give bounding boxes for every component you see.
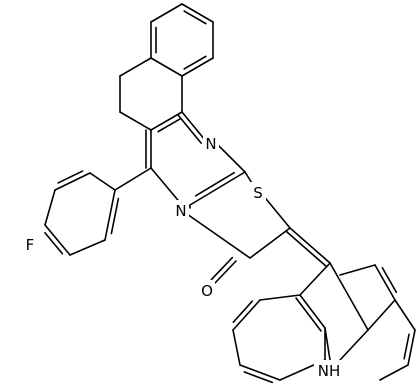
- bond-3: [150, 57, 183, 77]
- bond-31: [299, 294, 326, 329]
- bond-2-second-line: [183, 55, 207, 70]
- bond-23: [114, 167, 152, 191]
- fluorine-atom-label: F: [26, 236, 35, 254]
- bond-32: [324, 327, 331, 361]
- bond-42-second-line: [381, 266, 398, 294]
- bond-44: [394, 299, 416, 331]
- bond-31-second-line: [295, 297, 322, 332]
- fluorine-label-bg: [23, 234, 37, 254]
- bond-6: [119, 57, 152, 77]
- bond-17: [261, 193, 291, 229]
- bond-24: [89, 172, 116, 191]
- indole-nh-atom-label: NH: [318, 362, 341, 380]
- bond-36-second-line: [232, 300, 254, 323]
- bond-0-second-line: [183, 10, 207, 25]
- bond-37: [232, 329, 241, 366]
- bond-25: [54, 172, 91, 191]
- bond-9-second-line: [157, 118, 181, 133]
- ring-nitrogen-label-bg: [173, 200, 189, 220]
- oxygen-label-bg: [199, 280, 215, 300]
- bond-12: [217, 144, 246, 173]
- bond-33: [339, 329, 369, 361]
- bond-2: [181, 57, 214, 77]
- bond-layer: [44, 3, 416, 384]
- bond-22-second-line: [285, 230, 328, 268]
- bond-5: [150, 3, 183, 23]
- atom-label-layer: F N N S O NH: [23, 133, 344, 380]
- bond-29: [104, 189, 116, 241]
- bond-27-second-line: [44, 231, 64, 255]
- bond-45: [407, 329, 416, 366]
- imine-nitrogen-label-bg: [203, 133, 219, 153]
- bond-26: [44, 189, 56, 226]
- bond-42: [374, 264, 396, 301]
- bond-36: [232, 299, 261, 331]
- bond-38: [239, 364, 281, 381]
- bond-21: [214, 260, 237, 284]
- bond-34: [329, 262, 369, 331]
- bond-0: [181, 3, 214, 23]
- bond-15: [150, 167, 183, 206]
- bond-41: [367, 299, 396, 331]
- bond-9: [150, 111, 183, 131]
- bond-30: [299, 262, 331, 296]
- ring-nitrogen-atom-label: N: [175, 202, 186, 220]
- bond-27: [44, 224, 71, 256]
- imine-nitrogen-atom-label: N: [205, 135, 216, 153]
- bond-13: [189, 171, 246, 206]
- bond-25-second-line: [57, 170, 84, 184]
- bond-45-second-line: [403, 333, 410, 360]
- bond-11-second-line: [177, 114, 202, 144]
- sulfur-label-bg: [250, 182, 266, 202]
- bond-38-second-line: [243, 371, 274, 384]
- bond-35: [259, 294, 301, 301]
- sulfur-atom-label: S: [253, 184, 263, 202]
- bond-43: [339, 264, 376, 276]
- bond-22: [289, 227, 331, 264]
- bond-29-second-line: [110, 197, 120, 235]
- bond-13-second-line: [194, 171, 235, 197]
- bond-19: [186, 213, 251, 259]
- bond-28: [69, 239, 106, 256]
- oxygen-atom-label: O: [201, 282, 213, 300]
- indole-nh-label-bg: [314, 360, 344, 380]
- bond-18: [249, 227, 291, 259]
- bond-21-second-line: [210, 256, 234, 281]
- bond-11: [181, 111, 206, 141]
- bond-8: [119, 111, 152, 131]
- bond-46: [379, 364, 409, 381]
